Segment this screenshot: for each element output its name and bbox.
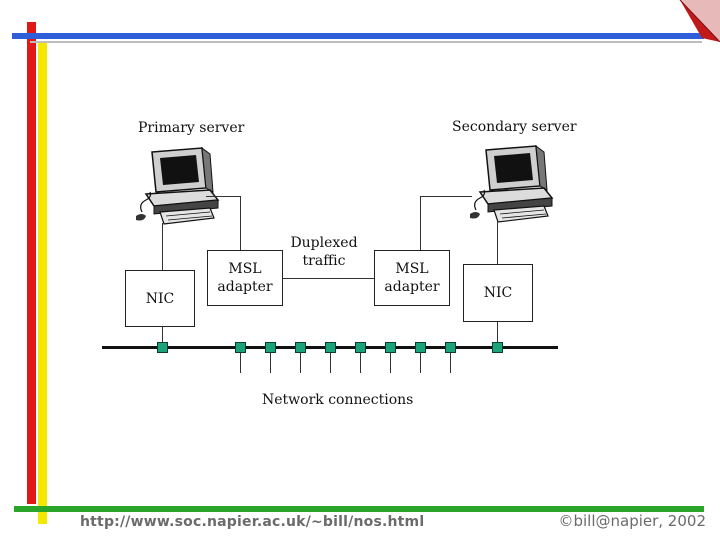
frame-blue-bar: [12, 33, 704, 39]
drop-line: [360, 349, 361, 373]
network-node: [235, 342, 246, 353]
drop-line: [450, 349, 451, 373]
corner-fold-icon: [679, 0, 720, 42]
wire-nic-right-to-bus: [497, 320, 498, 347]
secondary-server-label: Secondary server: [452, 119, 577, 135]
frame-grey-line: [30, 41, 702, 43]
wire-secondary-to-nic: [497, 221, 498, 264]
footer-copyright: ©bill@napier, 2002: [558, 512, 706, 530]
network-node: [415, 342, 426, 353]
network-node: [445, 342, 456, 353]
wire-primary-to-msl-v: [240, 196, 241, 250]
wire-primary-to-msl-h: [206, 196, 241, 197]
wire-duplexed-link: [283, 278, 374, 279]
network-node: [157, 342, 168, 353]
frame-green-bar: [14, 506, 704, 512]
primary-server-label: Primary server: [138, 120, 245, 136]
msl-adapter-box-secondary: MSL adapter: [374, 250, 450, 306]
computer-icon: [136, 146, 220, 225]
drop-line: [270, 349, 271, 373]
footer-url[interactable]: http://www.soc.napier.ac.uk/~bill/nos.ht…: [80, 514, 425, 530]
nic-box-primary: NIC: [125, 270, 195, 327]
network-node: [385, 342, 396, 353]
wire-secondary-to-msl-v: [420, 196, 421, 250]
drop-line: [240, 349, 241, 373]
duplexed-traffic-label: Duplexed traffic: [290, 235, 358, 269]
network-node: [265, 342, 276, 353]
drop-line: [300, 349, 301, 373]
frame-yellow-bar: [38, 42, 47, 524]
network-node: [295, 342, 306, 353]
frame-red-bar: [27, 22, 36, 504]
drop-line: [390, 349, 391, 373]
network-connections-label: Network connections: [262, 392, 414, 408]
drop-line: [420, 349, 421, 373]
network-node: [492, 342, 503, 353]
computer-icon: [470, 144, 554, 223]
wire-nic-left-to-bus: [162, 325, 163, 347]
nic-box-secondary: NIC: [463, 264, 533, 322]
msl-adapter-box-primary: MSL adapter: [207, 250, 283, 306]
drop-line: [330, 349, 331, 373]
network-node: [355, 342, 366, 353]
wire-primary-to-nic: [162, 223, 163, 270]
wire-secondary-to-msl-h: [420, 196, 472, 197]
network-node: [325, 342, 336, 353]
